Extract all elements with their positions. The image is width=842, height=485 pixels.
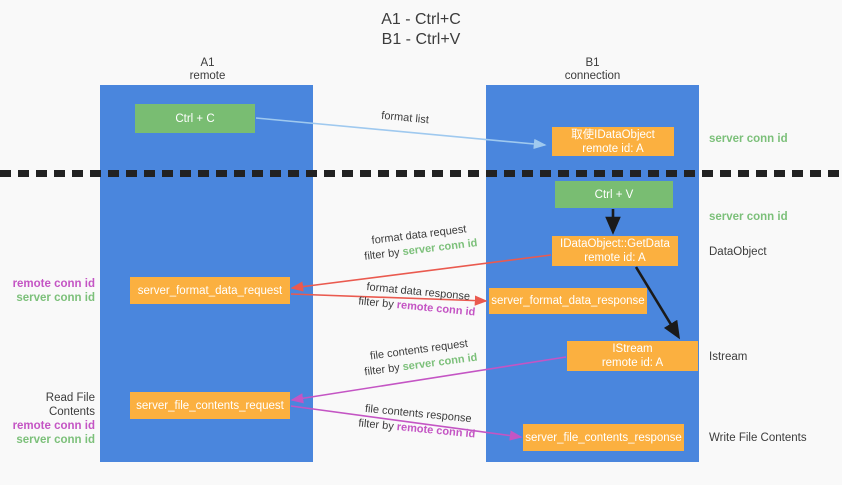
box-server-format-data-request[interactable]: server_format_data_request (130, 277, 290, 304)
label-format-list: format list (325, 103, 486, 133)
column-header-a1: A1 remote (189, 57, 226, 82)
box-idataobject-getdata[interactable]: IDataObject::GetData remote id: A (552, 236, 678, 266)
box-ctrl-v[interactable]: Ctrl + V (555, 181, 673, 208)
note-server-conn-id-format: server conn id (16, 292, 95, 304)
note-server-conn-id-file: server conn id (16, 434, 95, 446)
label-fd-response-filter-prefix: filter by (357, 295, 398, 312)
note-istream: Istream (709, 351, 748, 363)
note-read-file-contents: Read File Contents (45, 392, 95, 418)
note-write-file-contents: Write File Contents (709, 432, 807, 444)
note-left-file-conn-ids: Read File Contents remote conn id server… (0, 391, 95, 447)
column-header-b1: B1 connection (564, 57, 621, 82)
label-fc-request-filter-prefix: filter by (363, 361, 404, 379)
page-title: A1 - Ctrl+C B1 - Ctrl+V (381, 11, 461, 48)
note-server-conn-id-second: server conn id (709, 211, 788, 223)
box-idataobject-save[interactable]: 取使IDataObject remote id: A (552, 127, 674, 156)
note-remote-conn-id-format: remote conn id (12, 278, 95, 290)
note-dataobject: DataObject (709, 246, 767, 258)
box-server-file-contents-response[interactable]: server_file_contents_response (523, 424, 684, 451)
label-fd-request-filter-prefix: filter by (363, 246, 404, 263)
box-server-format-data-response[interactable]: server_format_data_response (489, 288, 647, 314)
label-fc-response-filter-prefix: filter by (357, 417, 398, 434)
note-remote-conn-id-file: remote conn id (12, 420, 95, 432)
box-ctrl-c[interactable]: Ctrl + C (135, 104, 255, 133)
box-istream[interactable]: IStream remote id: A (567, 341, 698, 371)
phase-divider (0, 170, 842, 177)
label-format-list-text: format list (380, 109, 430, 127)
box-server-file-contents-request[interactable]: server_file_contents_request (130, 392, 290, 419)
note-left-format-conn-ids: remote conn id server conn id (0, 277, 95, 305)
note-server-conn-id-top: server conn id (709, 133, 788, 145)
